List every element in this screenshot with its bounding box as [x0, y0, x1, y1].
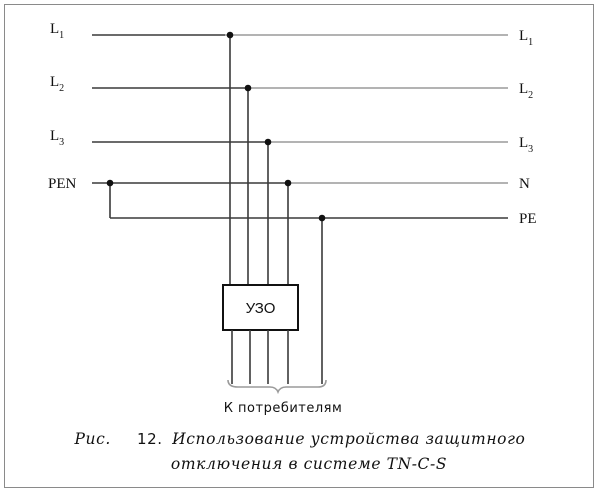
label-left-l2: L2 — [50, 74, 64, 94]
figure-frame — [4, 4, 594, 488]
label-right-l2: L2 — [519, 81, 533, 101]
junction-l3 — [264, 138, 272, 146]
figure-caption-line2: отключения в системе TN-C-S — [0, 455, 600, 473]
caption-prefix: Рис. — [74, 430, 111, 448]
junction-pe — [318, 214, 326, 222]
junction-n — [284, 179, 292, 187]
caption-title-line2: отключения в системе TN-C-S — [170, 455, 448, 473]
caption-title-line1: Использование устройства защитного — [172, 430, 526, 448]
label-right-l1: L1 — [519, 28, 533, 48]
junction-l1 — [226, 31, 234, 39]
caption-number: 12. — [136, 430, 163, 448]
junction-l2 — [244, 84, 252, 92]
label-right-l3: L3 — [519, 135, 533, 155]
junction-pen-split — [106, 179, 114, 187]
label-right-pe: PE — [519, 211, 537, 227]
label-left-pen: PEN — [48, 176, 77, 192]
consumers-label: К потребителям — [224, 401, 343, 416]
rcd-box — [222, 284, 299, 331]
label-left-l1: L1 — [50, 21, 64, 41]
consumers-brace — [227, 379, 327, 395]
label-right-n: N — [519, 176, 530, 192]
figure-caption-line1: Рис. 12. Использование устройства защитно… — [0, 430, 600, 448]
rcd-label: УЗО — [246, 300, 276, 317]
label-left-l3: L3 — [50, 128, 64, 148]
